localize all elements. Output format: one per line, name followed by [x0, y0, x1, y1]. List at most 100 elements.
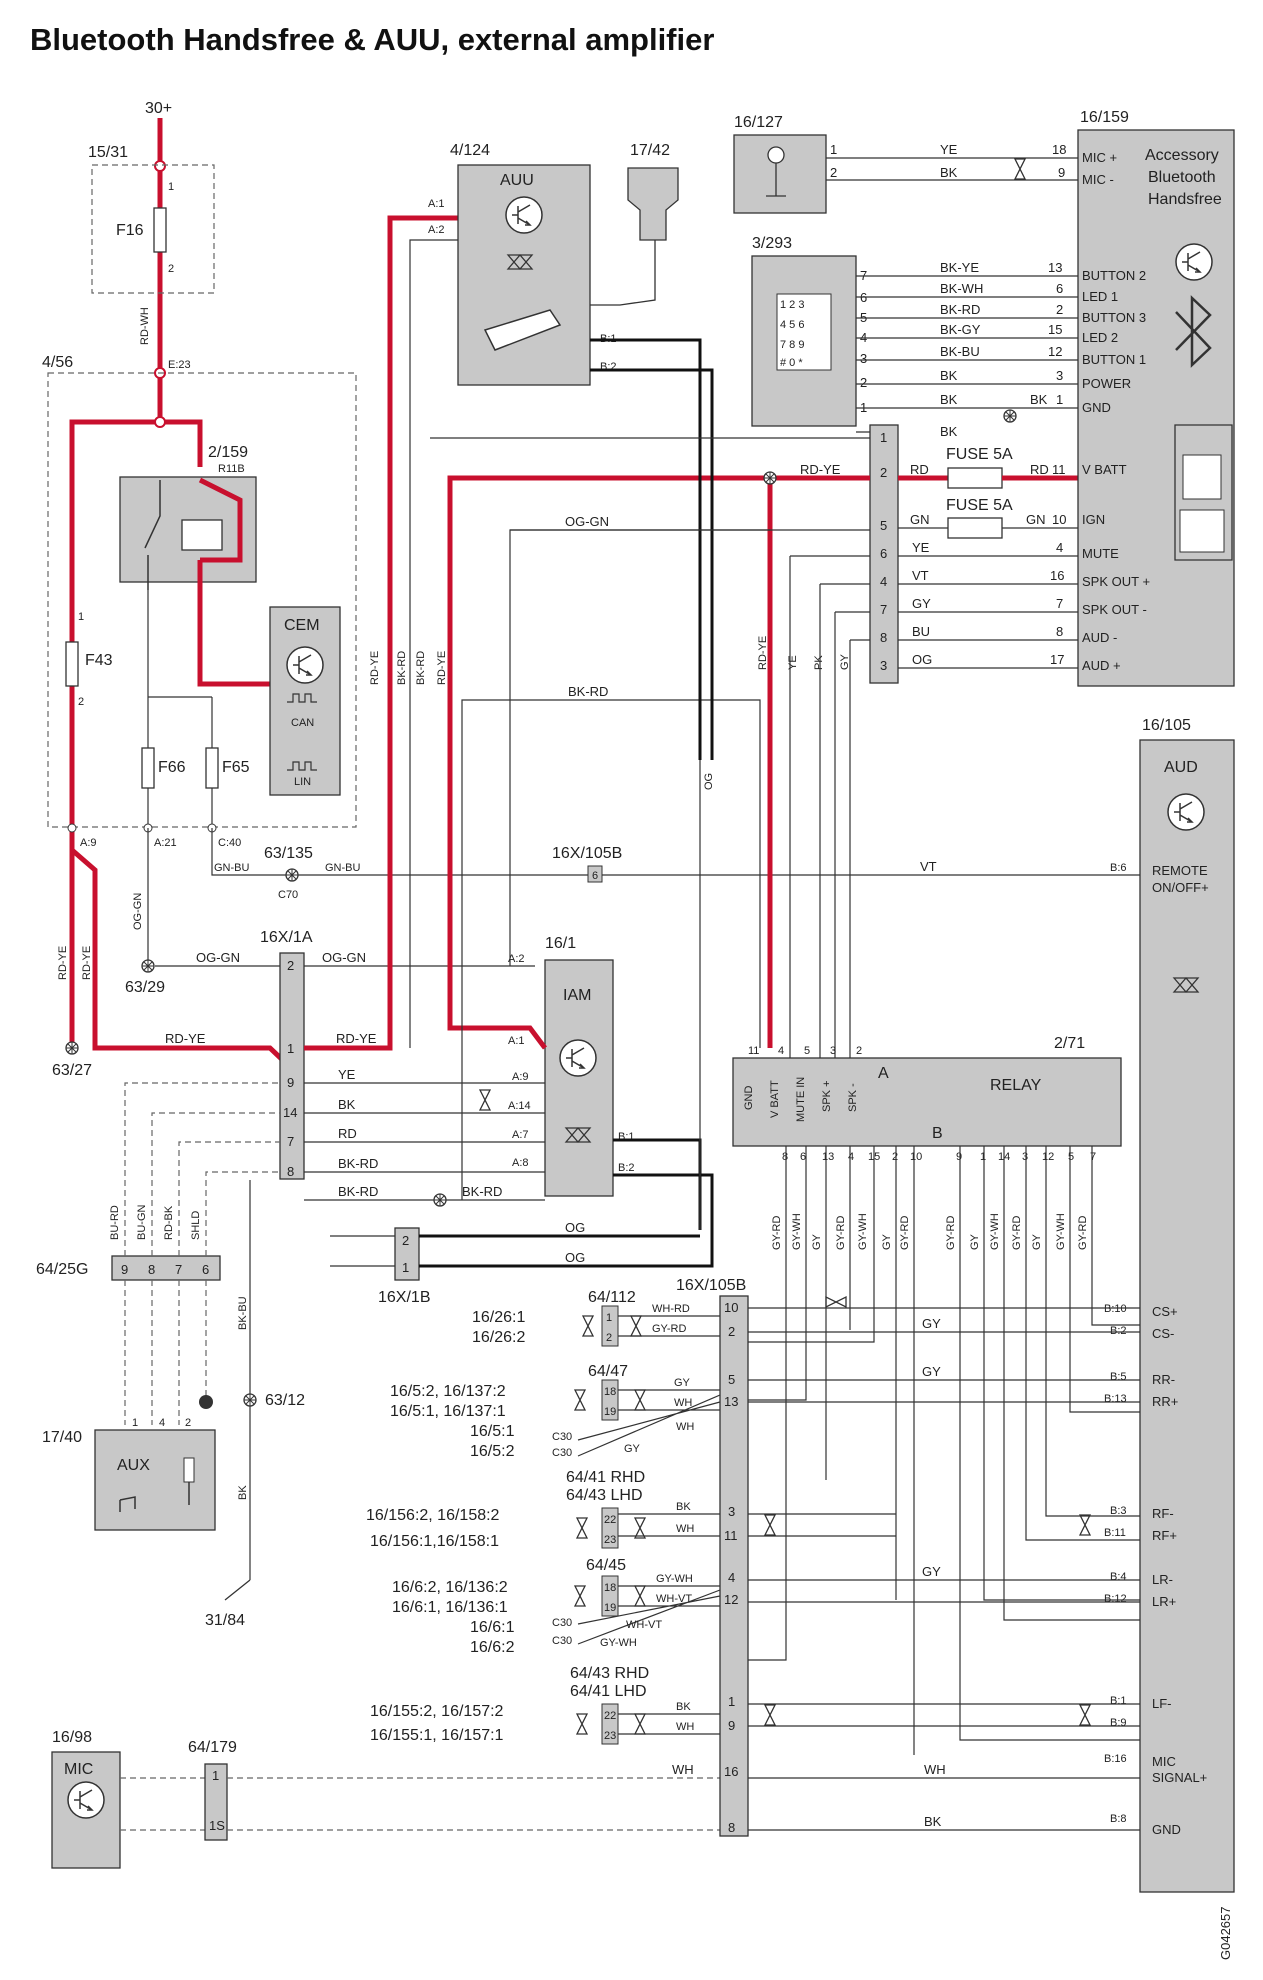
svg-text:12: 12: [1042, 1151, 1054, 1163]
conn-16x1b: [394, 1227, 420, 1281]
aud-pin-csplus: CS+: [1152, 1304, 1178, 1319]
svg-text:2: 2: [606, 1332, 612, 1344]
svg-text:2: 2: [1056, 302, 1063, 317]
aux-pin-1: BU-RD: [109, 1205, 121, 1240]
svg-text:BK-RD: BK-RD: [462, 1184, 502, 1199]
svg-text:C30: C30: [552, 1447, 572, 1459]
svg-text:YE: YE: [940, 142, 958, 157]
aux-pin-3: RD-BK: [163, 1205, 175, 1240]
svg-text:GY-RD: GY-RD: [945, 1216, 957, 1250]
svg-text:7: 7: [287, 1134, 294, 1149]
aux-pin-4: SHLD: [190, 1211, 202, 1240]
svg-text:C30: C30: [552, 1431, 572, 1443]
svg-text:WH-VT: WH-VT: [656, 1593, 692, 1605]
aux-label: AUX: [117, 1457, 150, 1474]
svg-text:BK: BK: [924, 1814, 942, 1829]
ground-63-12: 63/12: [265, 1392, 305, 1409]
svg-text:RD-YE: RD-YE: [369, 651, 381, 685]
svg-text:YE: YE: [787, 655, 799, 670]
svg-text:GY-WH: GY-WH: [656, 1573, 693, 1585]
svg-text:WH: WH: [924, 1762, 946, 1777]
aud-pin-signal: SIGNAL+: [1152, 1770, 1207, 1785]
svg-text:2: 2: [185, 1417, 191, 1429]
svg-text:2: 2: [287, 958, 294, 973]
svg-text:OG-GN: OG-GN: [322, 950, 366, 965]
svg-text:5: 5: [804, 1045, 810, 1057]
conn-16x105b: [719, 1295, 749, 1837]
svg-text:9: 9: [287, 1075, 294, 1090]
svg-text:WH: WH: [676, 1523, 694, 1535]
ground-31-84: 31/84: [205, 1612, 245, 1629]
svg-text:B:6: B:6: [1110, 862, 1127, 874]
conn-64-112-label: 64/112: [588, 1289, 636, 1306]
svg-text:B:9: B:9: [1110, 1717, 1127, 1729]
svg-text:1: 1: [880, 430, 887, 445]
svg-text:22: 22: [604, 1710, 616, 1722]
svg-text:BK-BU: BK-BU: [237, 1296, 249, 1330]
svg-text:BK: BK: [940, 424, 958, 439]
svg-text:GY: GY: [969, 1233, 981, 1250]
svg-text:1: 1: [606, 1312, 612, 1324]
svg-text:4 5 6: 4 5 6: [780, 319, 804, 331]
svg-text:GY: GY: [839, 653, 851, 670]
svg-text:3: 3: [1022, 1151, 1028, 1163]
svg-text:18: 18: [1052, 142, 1066, 157]
svg-text:1: 1: [830, 142, 837, 157]
aux-module: [94, 1429, 216, 1531]
svg-text:BK-RD: BK-RD: [415, 651, 427, 685]
conn-64-47-label: 64/47: [588, 1363, 628, 1380]
spk-ref-2: 16/26:2: [472, 1329, 525, 1346]
fuse-f65: [205, 747, 219, 789]
svg-text:YE: YE: [912, 540, 930, 555]
svg-text:8: 8: [728, 1820, 735, 1835]
svg-text:BK-RD: BK-RD: [396, 651, 408, 685]
svg-text:16: 16: [1050, 568, 1064, 583]
svg-text:B:5: B:5: [1110, 1371, 1127, 1383]
svg-text:1S: 1S: [209, 1818, 225, 1833]
bt-pin-button2: BUTTON 2: [1082, 268, 1146, 283]
svg-text:OG: OG: [565, 1220, 585, 1235]
bt-module: [1077, 129, 1235, 687]
svg-text:2: 2: [728, 1324, 735, 1339]
conn-16x1a-label: 16X/1A: [260, 929, 313, 946]
svg-text:RD: RD: [910, 462, 929, 477]
svg-text:B:4: B:4: [1110, 1571, 1127, 1583]
conn-64-43-lhd-label: 64/43 LHD: [566, 1487, 643, 1504]
cem-label: CEM: [284, 617, 320, 634]
svg-text:GY-WH: GY-WH: [857, 1213, 869, 1250]
svg-text:8: 8: [782, 1151, 788, 1163]
svg-text:B:10: B:10: [1104, 1303, 1127, 1315]
fuse-5a-2: FUSE 5A: [946, 497, 1013, 514]
relay-pin-gnd: GND: [743, 1086, 755, 1111]
svg-text:BK-RD: BK-RD: [940, 302, 980, 317]
svg-text:BU: BU: [912, 624, 930, 639]
spk-ref-12: 16/6:2: [470, 1639, 515, 1656]
svg-text:2: 2: [402, 1233, 409, 1248]
c70-label: C70: [278, 889, 298, 901]
fuse-f66: [141, 747, 155, 789]
svg-text:RD-YE: RD-YE: [165, 1031, 206, 1046]
svg-text:23: 23: [604, 1534, 616, 1546]
svg-text:13: 13: [1048, 260, 1062, 275]
spk-ref-8: 16/156:1,16/158:1: [370, 1533, 499, 1550]
aux-pin-2: BU-GN: [136, 1205, 148, 1241]
bt-pin-led1: LED 1: [1082, 289, 1118, 304]
svg-text:3: 3: [830, 1045, 836, 1057]
svg-text:9: 9: [956, 1151, 962, 1163]
svg-text:7: 7: [880, 602, 887, 617]
aud-pin-lrplus: LR+: [1152, 1594, 1176, 1609]
svg-text:2: 2: [830, 165, 837, 180]
svg-text:E:23: E:23: [168, 359, 191, 371]
svg-text:RD-YE: RD-YE: [436, 651, 448, 685]
aud-pin-rrplus: RR+: [1152, 1394, 1178, 1409]
svg-text:GY: GY: [811, 1233, 823, 1250]
svg-text:9: 9: [1058, 165, 1065, 180]
svg-text:GY-RD: GY-RD: [1077, 1216, 1089, 1250]
svg-text:15: 15: [1048, 322, 1062, 337]
fuse-f43-label: F43: [85, 652, 113, 669]
svg-text:A:9: A:9: [512, 1071, 529, 1083]
svg-text:1: 1: [78, 611, 84, 623]
spk-ref-4: 16/5:1, 16/137:1: [390, 1403, 506, 1420]
svg-text:BK-RD: BK-RD: [338, 1156, 378, 1171]
